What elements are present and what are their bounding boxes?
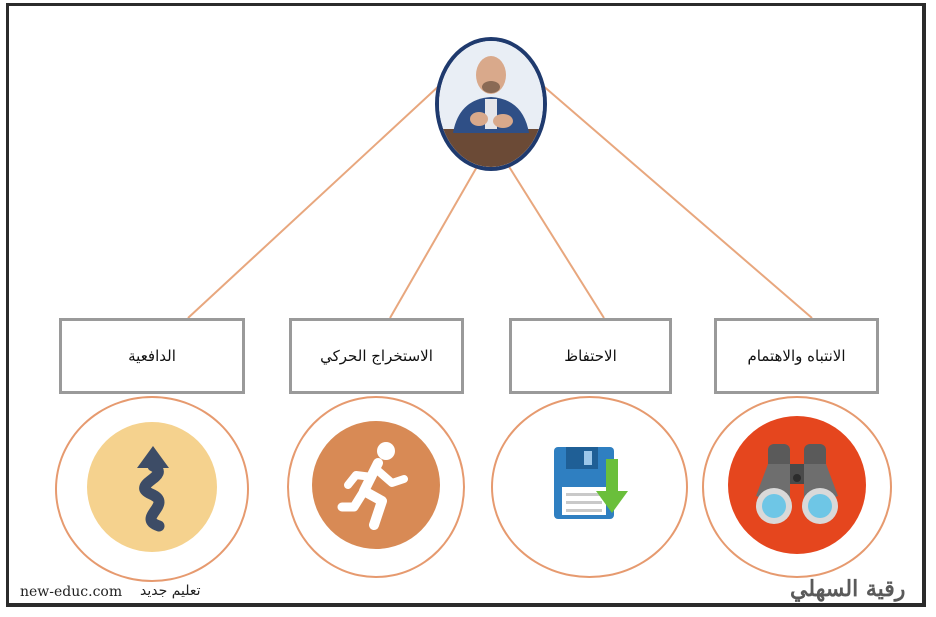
node-label-motor: الاستخراج الحركي xyxy=(320,347,433,365)
node-circle-motivation xyxy=(55,396,249,582)
connector-line-attention xyxy=(540,83,813,319)
connector-line-retention xyxy=(507,164,605,319)
node-label-attention: الانتباه والاهتمام xyxy=(747,347,846,365)
node-box-motor: الاستخراج الحركي xyxy=(289,318,464,394)
node-circle-attention xyxy=(702,396,892,578)
person-portrait-icon xyxy=(439,41,543,167)
node-label-motivation: الدافعية xyxy=(128,347,176,365)
floppy-save-icon xyxy=(550,441,630,533)
node-box-attention: الانتباه والاهتمام xyxy=(714,318,879,394)
diagram-frame xyxy=(6,3,926,607)
node-label-retention: الاحتفاظ xyxy=(564,347,617,365)
footer-site-arabic: تعليم جديد xyxy=(140,583,201,599)
binoculars-icon xyxy=(728,416,866,558)
node-circle-motor xyxy=(287,396,465,578)
footer-site-url: new-educ.com xyxy=(20,584,123,600)
node-circle-retention xyxy=(491,396,688,578)
avatar xyxy=(435,37,547,171)
connector-line-motivation xyxy=(187,83,442,319)
author-signature: رقية السهلي xyxy=(790,576,906,602)
running-person-icon xyxy=(312,421,440,553)
winding-arrow-icon xyxy=(87,422,217,556)
connector-line-motor xyxy=(389,164,479,319)
node-box-retention: الاحتفاظ xyxy=(509,318,672,394)
node-box-motivation: الدافعية xyxy=(59,318,245,394)
